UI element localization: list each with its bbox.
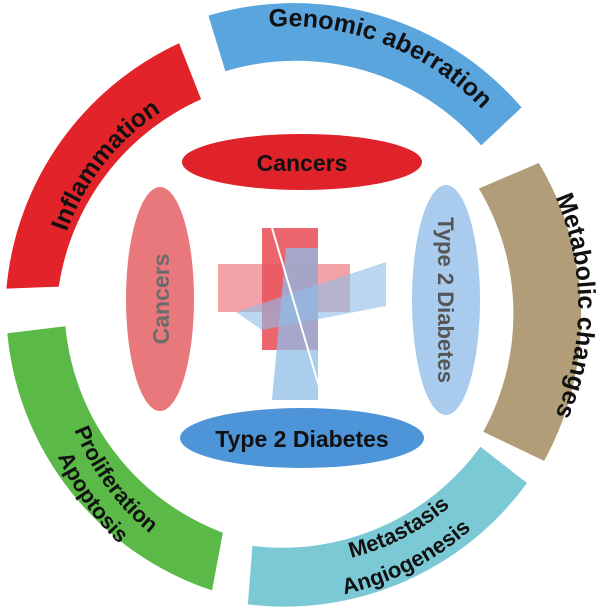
ring-segment-genomic: Genomic aberration (208, 3, 522, 146)
ring-segment-proliferation: Proliferation Apoptosis (7, 326, 223, 591)
oval-left-cancers: Cancers (126, 187, 194, 411)
plus-divider (271, 227, 324, 401)
oval-bottom-label: Type 2 Diabetes (215, 426, 388, 452)
oval-right-label: Type 2 Diabetes (433, 217, 458, 383)
oval-top-label: Cancers (257, 150, 348, 176)
ring-segment-metabolic: Metabolic changes (478, 163, 600, 461)
oval-right-diabetes: Type 2 Diabetes (412, 185, 480, 415)
plus-blue-horizontal (236, 262, 386, 330)
oval-bottom-diabetes: Type 2 Diabetes (180, 408, 424, 468)
plus-symbol (218, 227, 386, 401)
oval-top-cancers: Cancers (182, 134, 422, 190)
oval-left-label: Cancers (148, 254, 174, 345)
plus-blue-vertical (272, 248, 318, 400)
ring-segment-metastasis: Metastasis Angiogenesis (247, 446, 527, 607)
